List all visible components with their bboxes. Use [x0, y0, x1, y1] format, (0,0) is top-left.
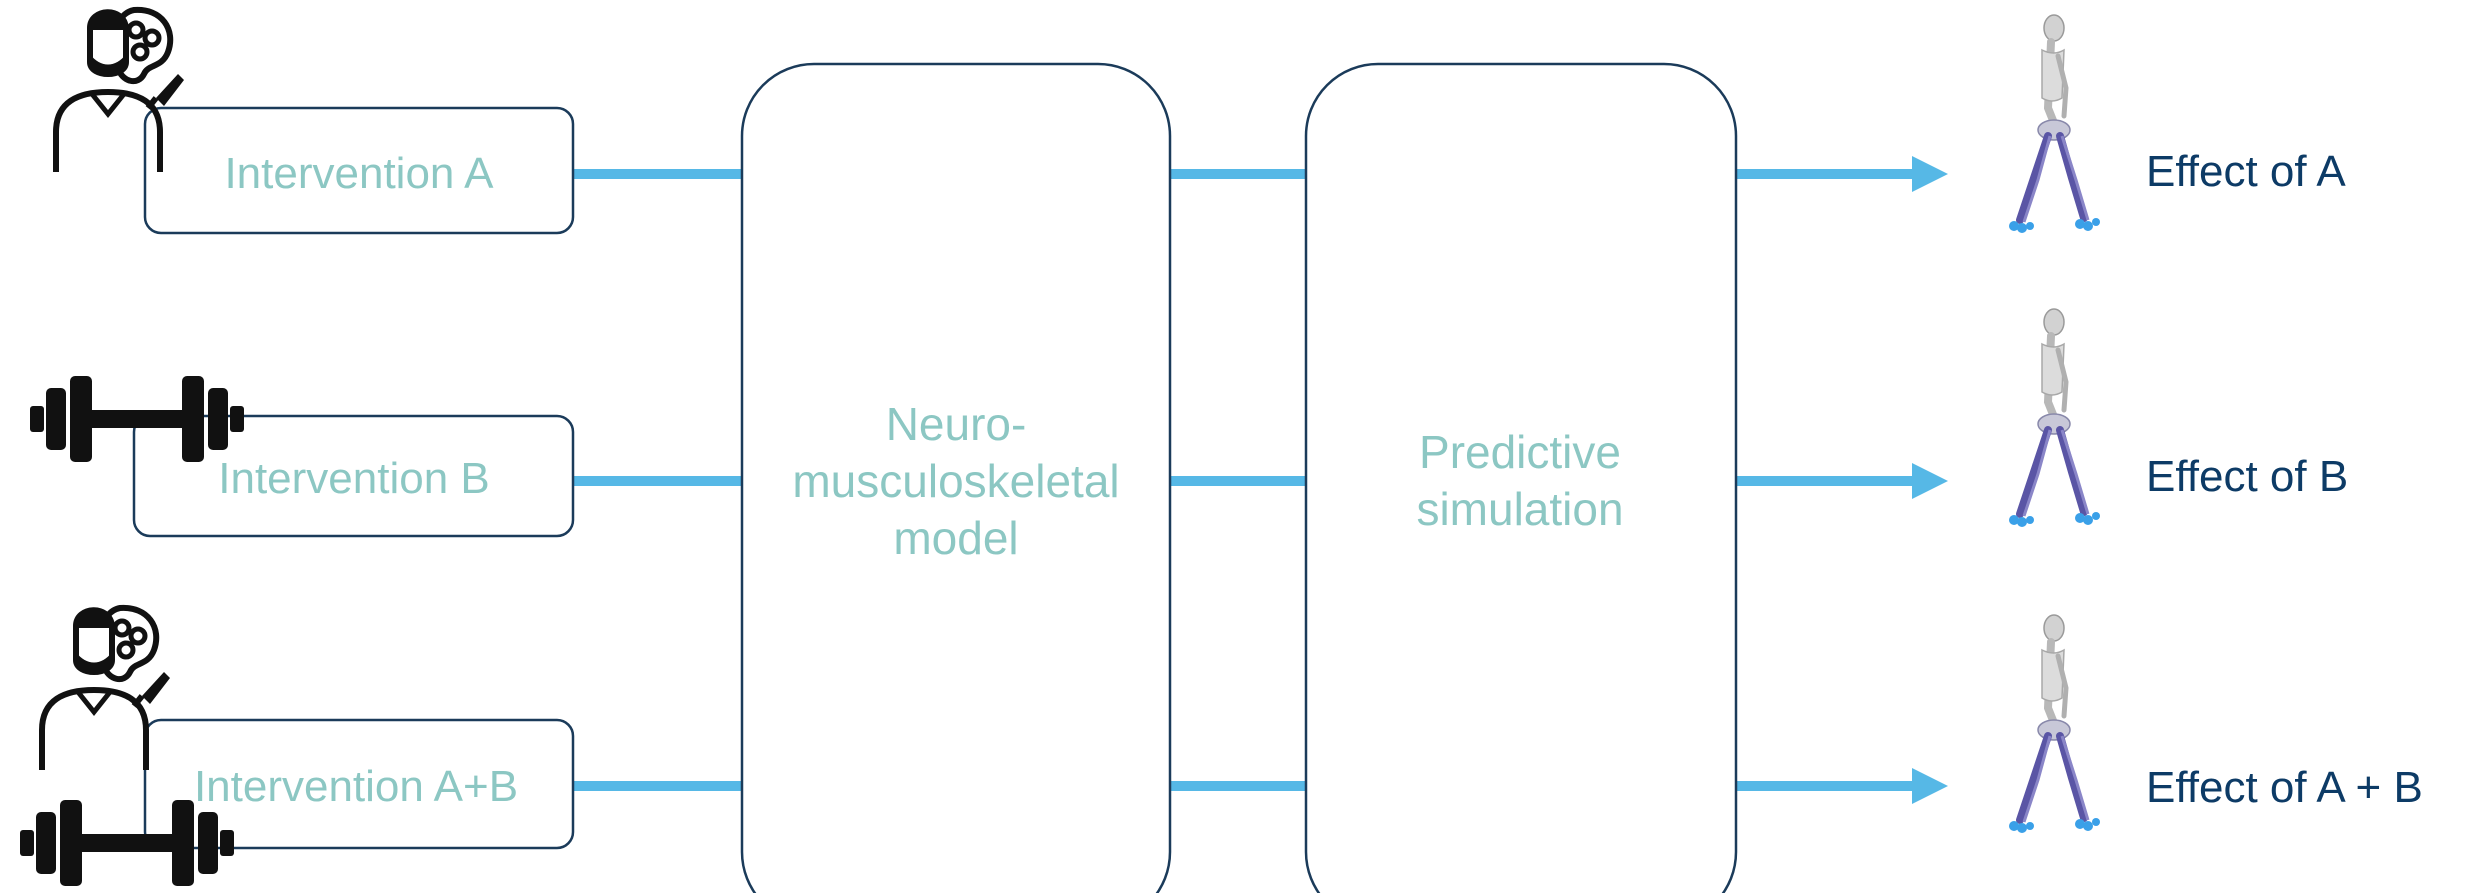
simulation-block-label-2: simulation — [1416, 483, 1623, 535]
dumbbell-icon-ab — [20, 800, 234, 886]
model-block-label-2: musculoskeletal — [792, 455, 1119, 507]
model-block — [740, 62, 1172, 893]
model-block-label-3: model — [893, 512, 1018, 564]
intervention-ab-box — [143, 718, 575, 850]
intervention-a-label: Intervention A — [224, 149, 494, 198]
model-block-label-1: Neuro- — [886, 398, 1027, 450]
simulation-block — [1304, 62, 1738, 893]
intervention-b-label: Intervention B — [218, 454, 490, 503]
intervention-ab-label: Intervention A+B — [194, 762, 518, 811]
arrowhead-effect-ab — [1912, 768, 1948, 804]
intervention-a-box — [143, 106, 575, 235]
effect-b-label: Effect of B — [2146, 452, 2348, 501]
walking-skeleton-icon-b — [2009, 309, 2100, 527]
arrowhead-effect-a — [1912, 156, 1948, 192]
effect-a-label: Effect of A — [2146, 147, 2346, 196]
effect-ab-label: Effect of A + B — [2146, 763, 2423, 812]
walking-skeleton-icon-a — [2009, 15, 2100, 233]
walking-skeleton-icon-ab — [2009, 615, 2100, 833]
simulation-block-label-1: Predictive — [1419, 426, 1621, 478]
intervention-b-box — [132, 414, 575, 538]
arrowhead-effect-b — [1912, 463, 1948, 499]
